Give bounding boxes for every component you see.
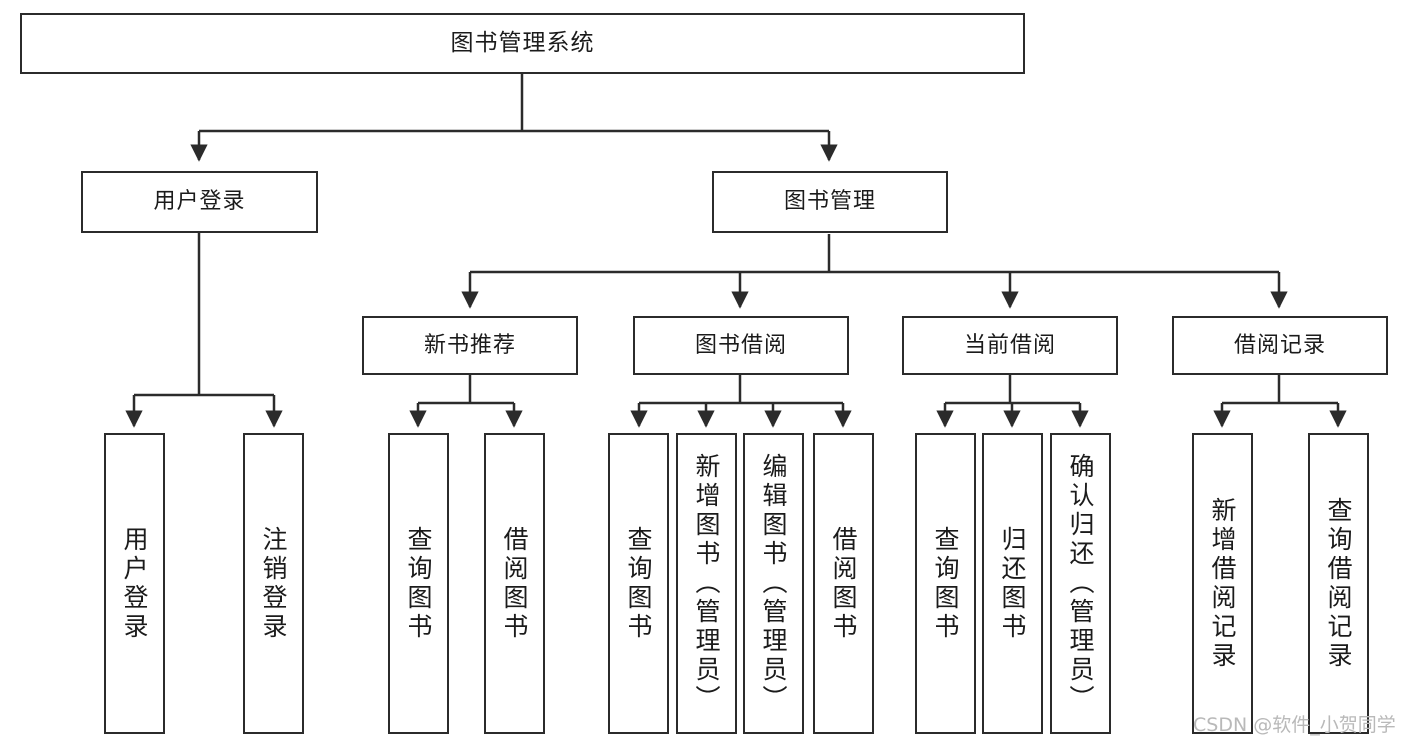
node-label: 新增图书（管理员）	[692, 453, 721, 714]
leaf-current-confirm-return-admin[interactable]: 确认归还（管理员）	[1050, 433, 1111, 734]
leaf-recommend-query-book[interactable]: 查询图书	[388, 433, 449, 734]
leaf-borrow-borrow-book[interactable]: 借阅图书	[813, 433, 874, 734]
node-label: 归还图书	[998, 525, 1027, 642]
leaf-current-query-book[interactable]: 查询图书	[915, 433, 976, 734]
leaf-recommend-borrow-book[interactable]: 借阅图书	[484, 433, 545, 734]
node-label: 新增借阅记录	[1208, 496, 1237, 671]
csdn-watermark: CSDN @软件_小贺同学	[1193, 714, 1396, 736]
leaf-borrow-query-book[interactable]: 查询图书	[608, 433, 669, 734]
node-label: 编辑图书（管理员）	[759, 453, 788, 714]
node-book-management[interactable]: 图书管理	[712, 171, 948, 233]
node-label: 用户登录	[153, 189, 246, 215]
node-label: 当前借阅	[963, 332, 1056, 358]
leaf-record-add-record[interactable]: 新增借阅记录	[1192, 433, 1253, 734]
node-label: 查询图书	[404, 525, 433, 642]
node-label: 注销登录	[259, 525, 288, 642]
leaf-current-return-book[interactable]: 归还图书	[982, 433, 1043, 734]
node-label: 查询借阅记录	[1324, 496, 1353, 671]
node-label: 借阅图书	[500, 525, 529, 642]
node-label: 图书管理	[783, 189, 876, 215]
node-book-borrow[interactable]: 图书借阅	[633, 316, 849, 375]
node-new-book-recommend[interactable]: 新书推荐	[362, 316, 578, 375]
leaf-borrow-add-book-admin[interactable]: 新增图书（管理员）	[676, 433, 737, 734]
leaf-user-login-logout[interactable]: 注销登录	[243, 433, 304, 734]
node-label: 查询图书	[624, 525, 653, 642]
node-label: 新书推荐	[423, 332, 516, 358]
node-borrow-record[interactable]: 借阅记录	[1172, 316, 1388, 375]
node-label: 图书借阅	[694, 332, 787, 358]
leaf-record-query-record[interactable]: 查询借阅记录	[1308, 433, 1369, 734]
node-root-system[interactable]: 图书管理系统	[20, 13, 1025, 74]
node-label: 借阅图书	[829, 525, 858, 642]
node-label: 借阅记录	[1233, 332, 1326, 358]
leaf-borrow-edit-book-admin[interactable]: 编辑图书（管理员）	[743, 433, 804, 734]
node-label: 用户登录	[120, 525, 149, 642]
node-user-login[interactable]: 用户登录	[81, 171, 318, 233]
leaf-user-login-login[interactable]: 用户登录	[104, 433, 165, 734]
node-label: 确认归还（管理员）	[1066, 453, 1095, 714]
node-current-borrow[interactable]: 当前借阅	[902, 316, 1118, 375]
node-label: 查询图书	[931, 525, 960, 642]
node-label: 图书管理系统	[450, 30, 595, 57]
